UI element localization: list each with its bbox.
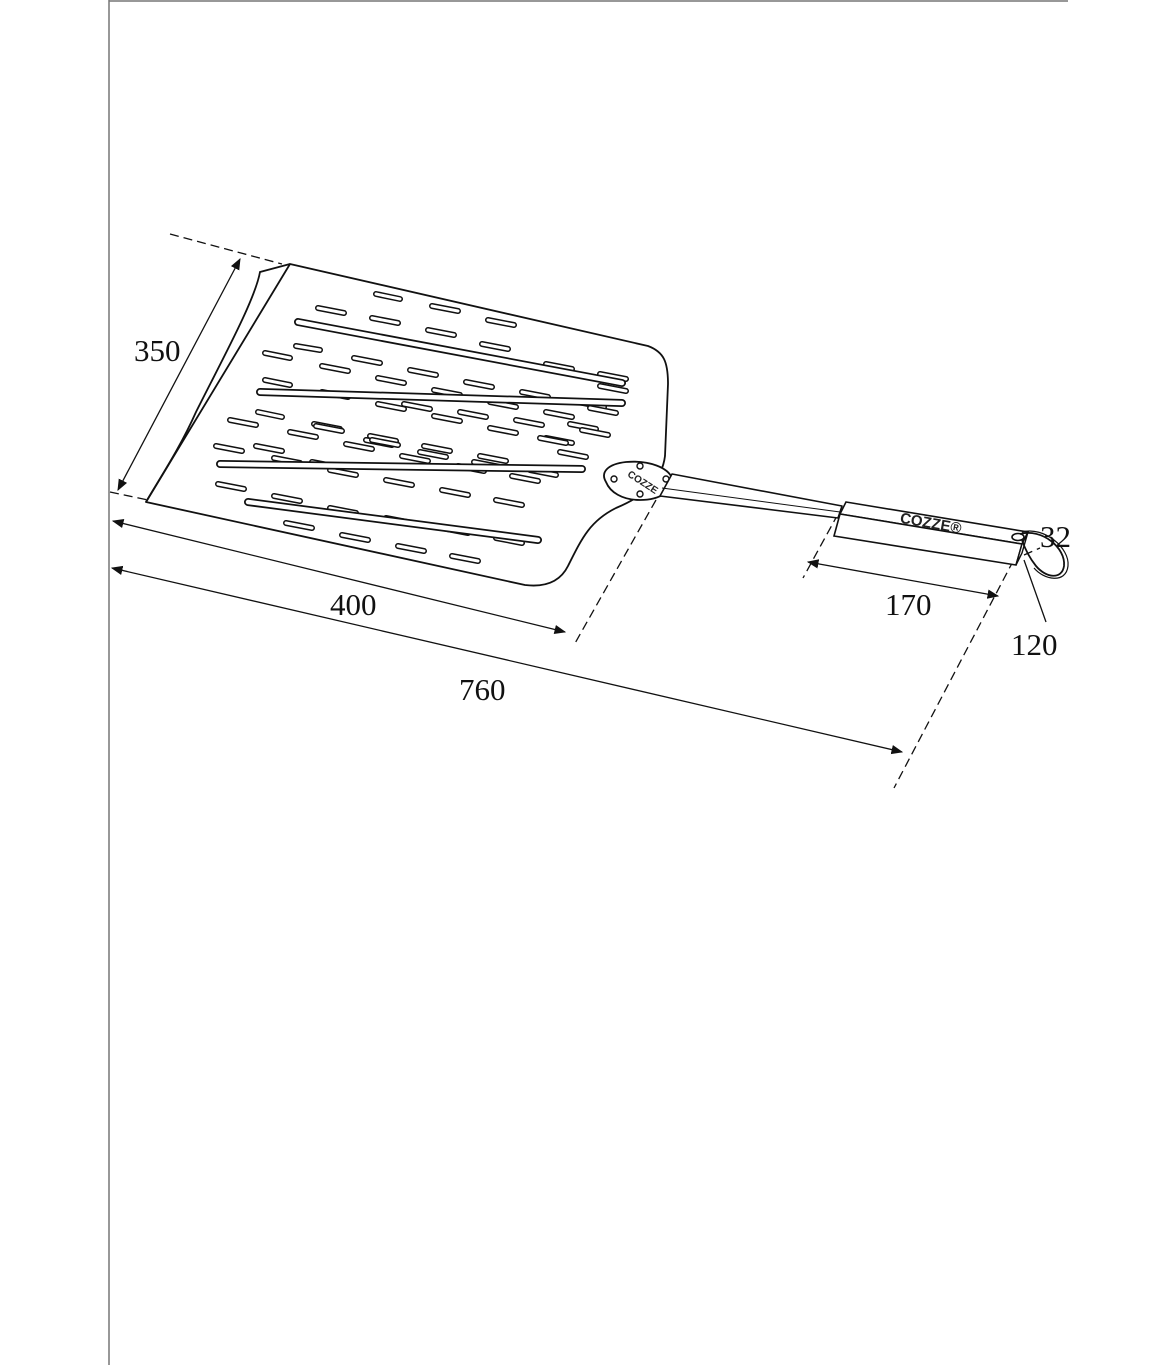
- long-vent-slot-inner: [257, 389, 625, 406]
- vent-slot-inner: [254, 444, 284, 453]
- vent-slot-inner: [340, 533, 370, 542]
- dim-label-120: 120: [1011, 627, 1058, 662]
- vent-slot-inner: [228, 418, 258, 427]
- vent-slot-inner: [214, 444, 244, 453]
- vent-slot-inner: [486, 318, 516, 327]
- long-vent-slot-inner: [245, 499, 541, 543]
- vent-slot-inner: [400, 454, 430, 463]
- vent-slot-inner: [598, 384, 628, 393]
- vent-slot-inner: [320, 364, 350, 373]
- vent-slot-inner: [384, 478, 414, 487]
- blade-vent-slots: [213, 291, 629, 564]
- vent-slot-inner: [328, 468, 358, 477]
- dim-label-32: 32: [1040, 519, 1071, 554]
- dim-line-120: [1023, 559, 1047, 623]
- vent-slot-inner: [432, 414, 462, 423]
- vent-slot-inner: [520, 390, 550, 399]
- vent-slot-inner: [514, 418, 544, 427]
- vent-slot-inner: [284, 521, 314, 530]
- vent-slot-inner: [458, 410, 488, 419]
- vent-slot-inner: [368, 434, 398, 443]
- vent-slot-inner: [376, 402, 406, 411]
- vent-slot-inner: [598, 372, 628, 381]
- vent-slot-inner: [510, 474, 540, 483]
- vent-slot-inner: [344, 442, 374, 451]
- vent-slot-inner: [314, 424, 344, 433]
- dim-label-170: 170: [885, 587, 932, 622]
- vent-slot-inner: [580, 428, 610, 437]
- long-vent-slot-inner: [217, 461, 585, 472]
- vent-slot-inner: [263, 378, 292, 387]
- vent-slot-inner: [294, 344, 322, 352]
- vent-slot-inner: [430, 304, 460, 313]
- vent-slot-inner: [480, 342, 510, 351]
- vent-slot-inner: [418, 450, 448, 459]
- vent-slot-inner: [370, 316, 400, 325]
- vent-slot-inner: [440, 488, 470, 497]
- peel-blade-rim: [145, 263, 291, 503]
- peel-handle: COZZE®: [832, 501, 1030, 566]
- vent-slot-inner: [376, 376, 406, 385]
- dim-label-350: 350: [134, 333, 181, 368]
- long-vent-slot-inner: [295, 319, 625, 386]
- hanging-hole: [1011, 532, 1025, 542]
- vent-slot-inner: [450, 554, 480, 563]
- dim-line-760: [110, 565, 904, 755]
- dimension-lines: [110, 257, 1047, 755]
- vent-slot-inner: [478, 454, 508, 463]
- vent-slot-inner: [288, 430, 318, 439]
- vent-slot-inner: [488, 426, 518, 435]
- vent-slot-inner: [568, 422, 598, 431]
- vent-slot-inner: [402, 402, 432, 411]
- vent-slot-inner: [558, 450, 588, 459]
- dim-label-760: 760: [459, 672, 506, 707]
- vent-slot-inner: [426, 328, 456, 337]
- vent-slot-inner: [352, 356, 382, 365]
- vent-slot-inner: [396, 544, 426, 553]
- vent-slot-inner: [588, 406, 618, 415]
- vent-slot-inner: [216, 482, 246, 491]
- vent-slot-inner: [544, 410, 574, 419]
- hanging-loop: [1019, 532, 1065, 577]
- vent-slot-inner: [464, 380, 494, 389]
- vent-slot-inner: [538, 436, 568, 445]
- vent-slot-inner: [408, 368, 438, 377]
- vent-slot-inner: [316, 306, 346, 315]
- vent-slot-inner: [422, 444, 452, 453]
- vent-slot-inner: [370, 438, 400, 447]
- vent-slot-inner: [256, 410, 284, 419]
- vent-slot-inner: [544, 362, 574, 371]
- vent-slot-inner: [494, 498, 524, 507]
- vent-slot-inner: [263, 351, 292, 360]
- dim-line-170: [806, 559, 1000, 599]
- dim-label-400: 400: [330, 587, 377, 622]
- vent-slot-inner: [374, 292, 402, 301]
- shaft-highlight: [661, 487, 841, 513]
- vent-slot-inner: [272, 494, 302, 503]
- peel-shaft: [659, 473, 843, 519]
- dim-line-350: [117, 257, 241, 492]
